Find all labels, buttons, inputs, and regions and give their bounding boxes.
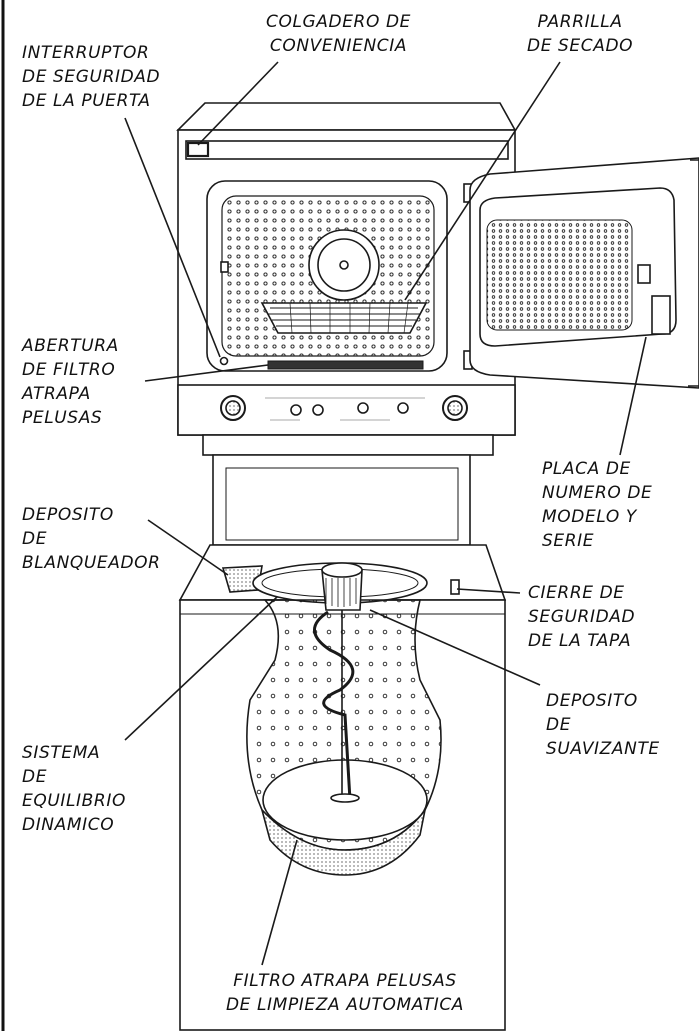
label-line: NUMERO DE xyxy=(542,483,653,503)
label-line: SERIE xyxy=(542,531,595,551)
label-line: ABERTURA xyxy=(22,336,119,356)
label-placa: PLACA DE NUMERO DE MODELO Y SERIE xyxy=(542,457,652,553)
label-colgadero: COLGADERO DE CONVENIENCIA xyxy=(266,10,411,58)
label-line: DE xyxy=(546,715,572,735)
label-line: CIERRE DE xyxy=(528,583,625,603)
label-line: DE SECADO xyxy=(527,36,634,56)
label-interruptor: INTERRUPTOR DE SEGURIDAD DE LA PUERTA xyxy=(22,41,160,113)
label-cierre: CIERRE DE SEGURIDAD DE LA TAPA xyxy=(528,581,635,653)
label-parrilla: PARRILLA DE SECADO xyxy=(527,10,633,58)
dryer-door xyxy=(463,157,699,389)
label-line: INTERRUPTOR xyxy=(22,43,150,63)
label-line: DEPOSITO xyxy=(22,505,114,525)
label-line: PARRILLA xyxy=(537,12,623,32)
label-line: DINAMICO xyxy=(22,815,115,835)
label-line: SUAVIZANTE xyxy=(546,739,660,759)
label-filtro: FILTRO ATRAPA PELUSAS DE LIMPIEZA AUTOMA… xyxy=(180,969,510,1017)
dryer-unit xyxy=(176,102,517,456)
label-line: MODELO Y xyxy=(542,507,637,527)
label-line: DEPOSITO xyxy=(546,691,638,711)
label-abertura: ABERTURA DE FILTRO ATRAPA PELUSAS xyxy=(22,334,119,430)
label-line: BLANQUEADOR xyxy=(22,553,161,573)
label-deposito-blanqueador: DEPOSITO DE BLANQUEADOR xyxy=(22,503,161,575)
label-line: DE LA PUERTA xyxy=(22,91,151,111)
label-line: DE LA TAPA xyxy=(528,631,632,651)
label-deposito-suavizante: DEPOSITO DE SUAVIZANTE xyxy=(546,689,660,761)
label-line: DE FILTRO xyxy=(22,360,116,380)
label-line: SISTEMA xyxy=(22,743,101,763)
washer-unit xyxy=(178,454,507,1031)
label-line: ATRAPA xyxy=(22,384,91,404)
label-line: COLGADERO DE xyxy=(266,12,411,32)
label-line: DE xyxy=(22,529,48,549)
label-line: PELUSAS xyxy=(22,408,103,428)
label-line: PLACA DE xyxy=(542,459,631,479)
label-sistema: SISTEMA DE EQUILIBRIO DINAMICO xyxy=(22,741,126,837)
label-line: FILTRO ATRAPA PELUSAS xyxy=(233,971,457,991)
label-line: SEGURIDAD xyxy=(528,607,636,627)
label-line: DE xyxy=(22,767,48,787)
label-line: DE LIMPIEZA AUTOMATICA xyxy=(225,995,465,1015)
leader-lines xyxy=(124,61,647,966)
label-line: DE SEGURIDAD xyxy=(22,67,161,87)
label-line: EQUILIBRIO xyxy=(22,791,126,811)
label-line: CONVENIENCIA xyxy=(269,36,408,56)
